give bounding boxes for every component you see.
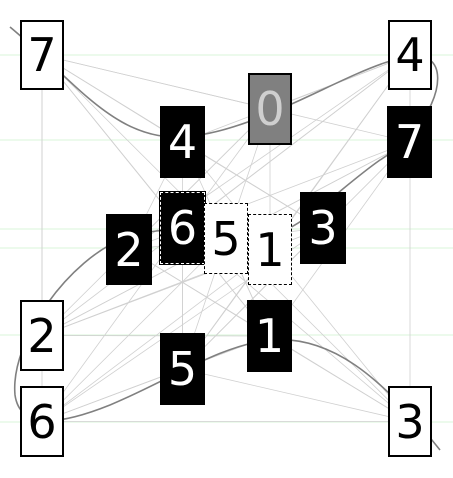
tile-3-center-right[interactable]: 3 xyxy=(300,192,346,264)
connection-line xyxy=(182,141,411,422)
connection-line xyxy=(182,368,411,422)
connection-line xyxy=(182,141,324,229)
tile-7-top-left[interactable]: 7 xyxy=(20,20,64,90)
connection-line xyxy=(269,335,411,422)
tile-5-lower-left-center[interactable]: 5 xyxy=(160,333,205,405)
tile-2-mid-left[interactable]: 2 xyxy=(106,214,152,285)
tile-7-upper-right[interactable]: 7 xyxy=(387,106,432,178)
tile-1-lower-center[interactable]: 1 xyxy=(247,300,292,372)
connection-line xyxy=(41,368,183,422)
tile-5-center[interactable]: 5 xyxy=(204,203,248,274)
tile-1-center[interactable]: 1 xyxy=(248,214,292,285)
connection-line xyxy=(41,54,411,336)
connection-line xyxy=(41,54,410,143)
tile-3-bottom-right[interactable]: 3 xyxy=(388,386,432,457)
tile-0-top-center[interactable]: 0 xyxy=(248,73,292,145)
connection-line xyxy=(182,54,411,143)
connection-line xyxy=(41,227,183,422)
connection-line xyxy=(41,335,270,337)
tile-2-lower-left[interactable]: 2 xyxy=(20,300,64,371)
connection-line xyxy=(41,54,270,337)
connection-line xyxy=(41,238,227,422)
tile-4-upper-left[interactable]: 4 xyxy=(160,106,205,178)
connection-line xyxy=(128,249,270,337)
tile-6-center-left[interactable]: 6 xyxy=(159,191,206,265)
tile-6-bottom-left[interactable]: 6 xyxy=(20,386,64,457)
tile-4-top-right[interactable]: 4 xyxy=(388,20,432,90)
